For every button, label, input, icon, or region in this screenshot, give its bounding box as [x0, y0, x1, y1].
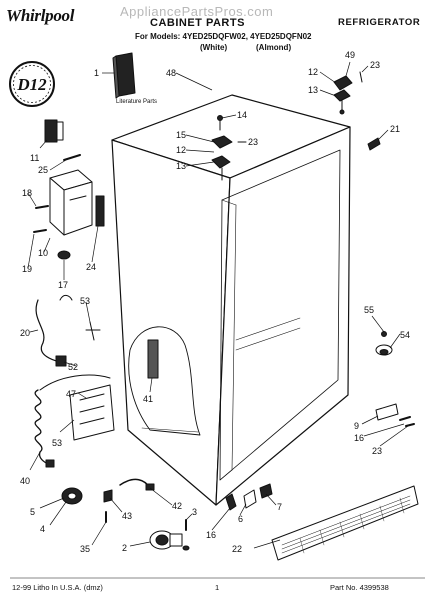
callout-19: 19 — [22, 264, 32, 274]
callout-35: 35 — [80, 544, 90, 554]
callout-13-top: 13 — [308, 85, 318, 95]
callout-55: 55 — [364, 305, 374, 315]
callout-23-mid: 23 — [248, 137, 258, 147]
part-24-bracket — [49, 169, 105, 236]
footer-page-number: 1 — [215, 583, 220, 592]
callout-52: 52 — [68, 362, 78, 372]
callout-10: 10 — [38, 248, 48, 258]
part-54-leveler — [375, 344, 393, 356]
callout-1: 1 — [94, 68, 99, 78]
cabinet-shell — [111, 94, 351, 506]
callout-2: 2 — [122, 543, 127, 553]
callout-6: 6 — [238, 514, 243, 524]
badge-text: D12 — [16, 75, 47, 94]
callout-41: 41 — [143, 394, 153, 404]
callout-23-top: 23 — [370, 60, 380, 70]
callout-4: 4 — [40, 524, 45, 534]
callout-11: 11 — [30, 153, 39, 163]
callout-49: 49 — [345, 50, 355, 60]
callout-40: 40 — [20, 476, 30, 486]
callout-5: 5 — [30, 507, 35, 517]
literature-parts-label: Literature Parts — [116, 99, 158, 105]
callout-54: 54 — [400, 330, 410, 340]
literature-booklet — [112, 52, 136, 99]
part-47-panel — [69, 384, 115, 441]
category-label: REFRIGERATOR — [338, 17, 421, 28]
brand-logo: Whirlpool — [6, 6, 75, 25]
part-22-grille — [271, 485, 419, 561]
page-title: CABINET PARTS — [150, 17, 245, 29]
part-4-cam — [61, 487, 83, 505]
part-16-screw — [399, 416, 411, 421]
callout-20: 20 — [20, 328, 30, 338]
part-41 — [147, 339, 159, 379]
callout-14: 14 — [237, 110, 247, 120]
callout-43: 43 — [122, 511, 132, 521]
part-21 — [367, 137, 381, 151]
callout-47: 47 — [66, 389, 76, 399]
part-25 — [63, 154, 81, 161]
callout-21: 21 — [390, 124, 400, 134]
hinge-center — [211, 115, 247, 181]
callout-3: 3 — [192, 507, 197, 517]
part-9-bracket — [375, 403, 399, 421]
callout-17: 17 — [58, 280, 68, 290]
part-43-clip — [103, 489, 113, 503]
models-line: For Models: 4YED25DQFW02, 4YED25DQFN02 — [135, 32, 312, 41]
footer-litho: 12-99 Litho In U.S.A. (dmz) — [12, 583, 103, 592]
callout-16-bottom: 16 — [206, 530, 216, 540]
part-17 — [57, 250, 71, 260]
callout-53-upper: 53 — [80, 296, 90, 306]
callout-16-right: 16 — [354, 433, 364, 443]
color-almond-label: (Almond) — [256, 43, 292, 52]
footer-part-number: Part No. 4399538 — [330, 583, 389, 592]
part-16b — [225, 493, 237, 511]
color-white-label: (White) — [200, 43, 228, 52]
callout-24: 24 — [86, 262, 96, 272]
part-19 — [33, 229, 47, 233]
d12-badge-icon: D12 — [8, 60, 56, 108]
part-11 — [44, 119, 58, 143]
watermark: AppliancePartsPros.com — [120, 4, 274, 19]
callout-12-mid: 12 — [176, 145, 186, 155]
part-2-roller — [149, 530, 183, 550]
callout-15: 15 — [176, 130, 186, 140]
callout-9: 9 — [354, 421, 359, 431]
part-55 — [381, 331, 387, 337]
callout-48: 48 — [166, 68, 176, 78]
callout-25: 25 — [38, 165, 48, 175]
callout-18: 18 — [22, 188, 32, 198]
hinge-top-right — [333, 71, 363, 115]
callout-13-mid: 13 — [176, 161, 186, 171]
callout-7: 7 — [277, 502, 282, 512]
callout-22: 22 — [232, 544, 242, 554]
part-18 — [35, 205, 49, 209]
part-7 — [259, 483, 273, 499]
part-6-bracket — [243, 489, 257, 509]
callout-23-right: 23 — [372, 446, 382, 456]
callout-42: 42 — [172, 501, 182, 511]
callout-12-top: 12 — [308, 67, 318, 77]
part-40-cord — [34, 389, 43, 453]
callout-53-lower: 53 — [52, 438, 62, 448]
part-20-harness — [35, 299, 61, 363]
